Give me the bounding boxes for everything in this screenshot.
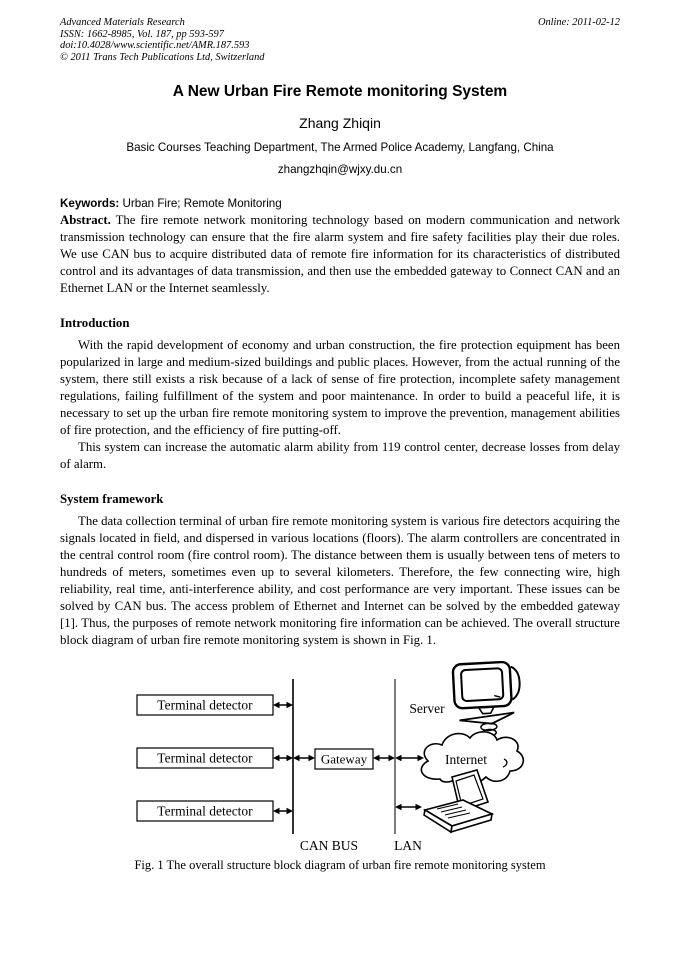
figure-caption: Fig. 1 The overall structure block diagr… [134,858,546,872]
keywords-line: Keywords: Urban Fire; Remote Monitoring [60,195,620,212]
gateway-box: Gateway [314,748,374,770]
keywords-text: Urban Fire; Remote Monitoring [122,197,282,210]
keywords-label: Keywords: [60,197,120,210]
paragraph: With the rapid development of economy an… [60,338,620,437]
abstract-text: The fire remote network monitoring techn… [60,213,620,295]
doi-line: doi:10.4028/www.scientific.net/AMR.187.5… [60,40,250,51]
paragraph: This system can increase the automatic a… [60,440,620,471]
journal-header-left: Advanced Materials Research ISSN: 1662-8… [60,17,264,63]
server-icon [451,661,521,743]
lan-label: LAN [394,838,422,853]
abstract: Abstract. The fire remote network monito… [60,212,620,297]
paragraph: The data collection terminal of urban fi… [60,514,620,647]
figure-1: Terminal detector Terminal detector Term… [60,661,620,873]
internet-cloud: Internet [420,731,525,785]
internet-label: Internet [445,752,487,767]
online-date: Online: 2011-02-12 [537,17,620,28]
abstract-label: Abstract. [60,213,111,227]
can-bus-label: CAN BUS [300,838,358,853]
journal-header: Advanced Materials Research ISSN: 1662-8… [60,17,620,63]
terminal-detector-box [136,694,274,822]
server-label: Server [409,701,445,716]
journal-name: Advanced Materials Research [60,17,185,28]
section-heading-introduction: Introduction [60,316,130,330]
gateway-label: Gateway [321,752,368,767]
double-arrows [273,701,424,815]
laptop-icon [422,769,495,834]
affiliation: Basic Courses Teaching Department, The A… [126,141,554,154]
paper-title: A New Urban Fire Remote monitoring Syste… [172,83,508,100]
copyright-line: © 2011 Trans Tech Publications Ltd, Swit… [60,51,265,63]
terminal-detector-label: Terminal detector [157,751,253,766]
email-address: zhangzhqin@wjxy.du.cn [277,163,403,176]
terminal-detector-label: Terminal detector [157,698,253,713]
figure-diagram: Terminal detector Terminal detector Term… [136,661,525,853]
section-heading-system-framework: System framework [60,492,164,506]
issn-line: ISSN: 1662-8985, Vol. 187, pp 593-597 [60,28,224,40]
author-name: Zhang Zhiqin [299,115,381,131]
terminal-detector-label: Terminal detector [157,804,253,819]
